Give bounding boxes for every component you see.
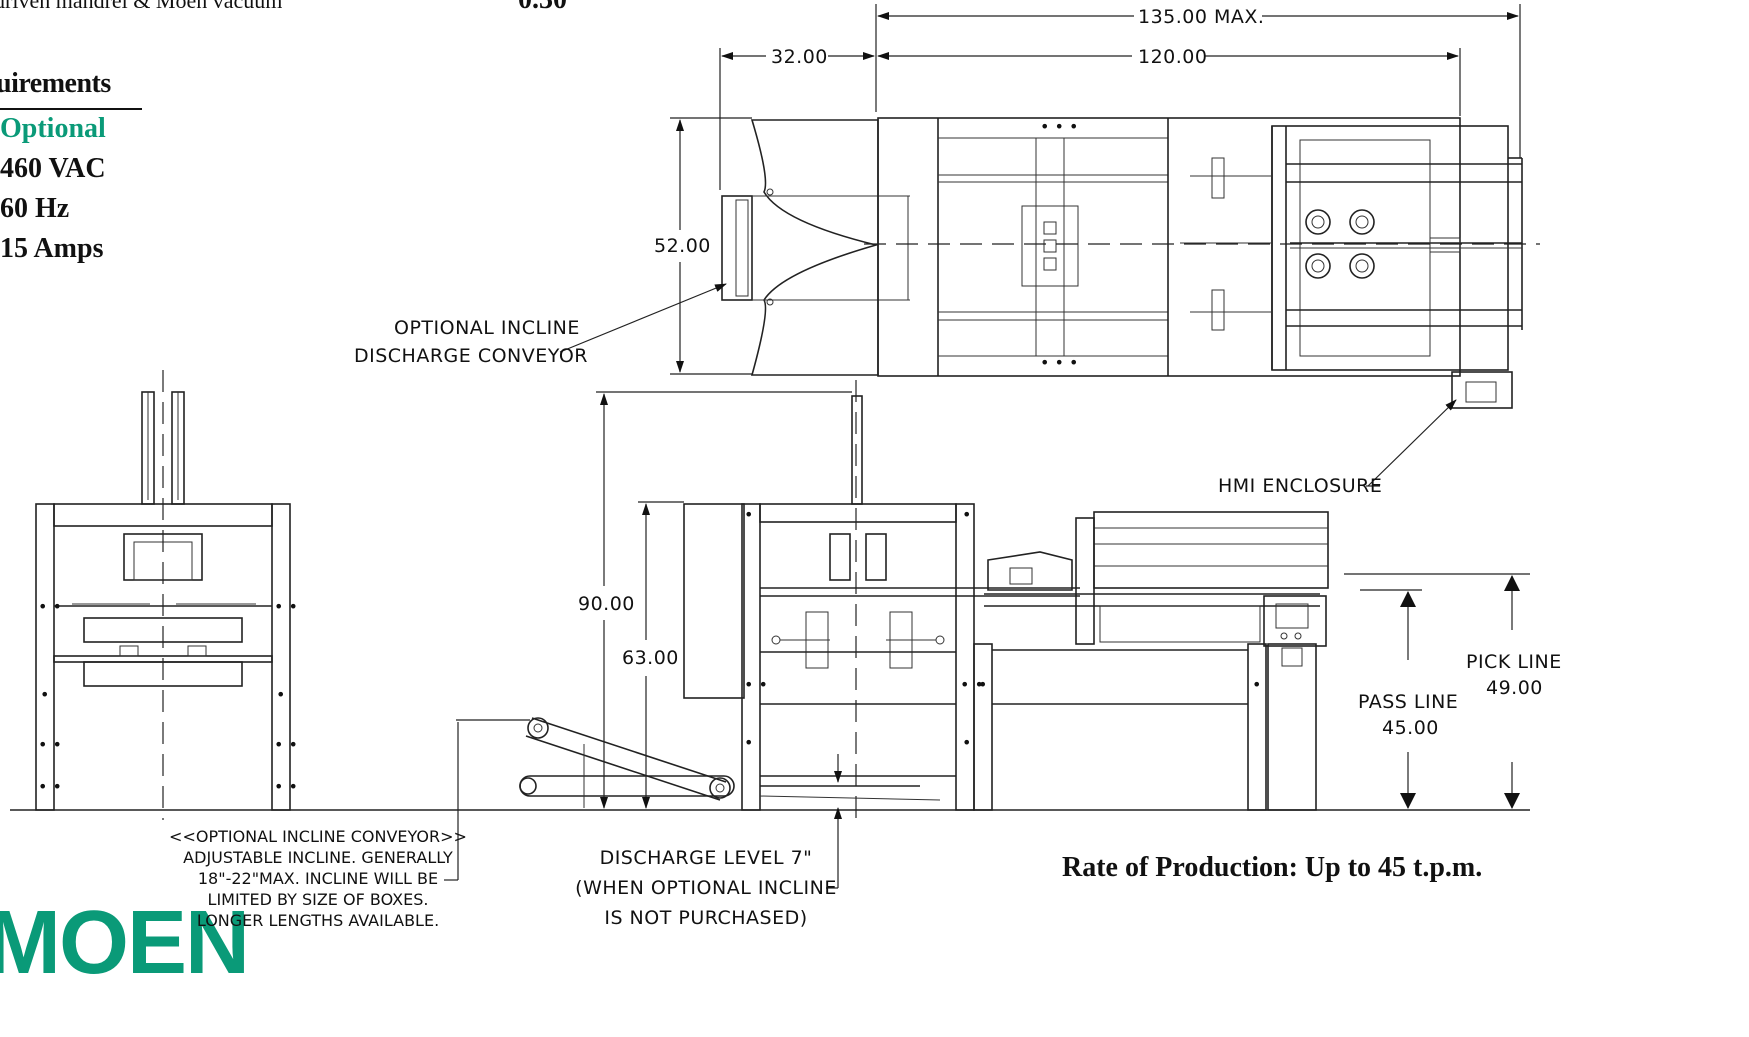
spindle-cluster bbox=[1305, 209, 1375, 279]
side-dimensions: 90.00 63.00 PICK LINE 49.00 PASS LINE 45… bbox=[444, 391, 1562, 889]
svg-text:•: • bbox=[1252, 675, 1261, 694]
label-incline-discharge-2: DISCHARGE CONVEYOR bbox=[354, 345, 588, 367]
requirement-voltage: 460 VAC bbox=[0, 153, 106, 184]
svg-text:•: • bbox=[744, 505, 753, 524]
pass-line-value: 45.00 bbox=[1382, 717, 1439, 739]
svg-text:•: • bbox=[978, 675, 987, 694]
requirements-title: uirements bbox=[0, 68, 111, 99]
incline-note-line: <<OPTIONAL INCLINE CONVEYOR>> bbox=[169, 827, 467, 846]
requirements-underline bbox=[0, 108, 142, 110]
dim-width: 52.00 bbox=[654, 235, 711, 257]
svg-text:•: • bbox=[40, 685, 49, 704]
incline-conveyor-note: <<OPTIONAL INCLINE CONVEYOR>> ADJUSTABLE… bbox=[169, 827, 467, 930]
plan-dimensions: 135.00 MAX. 120.00 32.00 52.00 bbox=[654, 4, 1521, 375]
label-hmi-enclosure: HMI ENCLOSURE bbox=[1218, 475, 1382, 497]
header-top-value: 0.30 bbox=[518, 0, 567, 16]
discharge-level-note: DISCHARGE LEVEL 7" (WHEN OPTIONAL INCLIN… bbox=[575, 847, 837, 929]
dim-height: 90.00 bbox=[578, 593, 635, 615]
side-view: • • • • • • • • • • bbox=[519, 380, 1329, 820]
svg-text:• • •: • • • bbox=[1040, 353, 1078, 372]
svg-text:• •: • • bbox=[38, 735, 62, 754]
incline-note-line: ADJUSTABLE INCLINE. GENERALLY bbox=[183, 848, 453, 867]
plan-view: • • • • • • bbox=[721, 117, 1540, 409]
svg-text:•: • bbox=[744, 733, 753, 752]
incline-note-line: LIMITED BY SIZE OF BOXES. bbox=[208, 890, 429, 909]
svg-text:• •: • • bbox=[744, 675, 768, 694]
discharge-note-line: (WHEN OPTIONAL INCLINE bbox=[575, 877, 837, 899]
svg-text:•: • bbox=[962, 733, 971, 752]
svg-text:• •: • • bbox=[274, 597, 298, 616]
dim-length: 120.00 bbox=[1138, 46, 1207, 68]
incline-note-line: 18"-22"MAX. INCLINE WILL BE bbox=[198, 869, 438, 888]
requirement-frequency: 60 Hz bbox=[0, 193, 70, 224]
discharge-note-line: DISCHARGE LEVEL 7" bbox=[600, 847, 813, 869]
dim-discharge-length: 32.00 bbox=[771, 46, 828, 68]
label-incline-discharge-1: OPTIONAL INCLINE bbox=[394, 317, 580, 339]
dim-overall-width: 135.00 MAX. bbox=[1138, 6, 1264, 28]
header-top-text: driven mandrel & Moen vacuum bbox=[0, 0, 283, 13]
svg-text:• •: • • bbox=[274, 777, 298, 796]
svg-text:•: • bbox=[276, 685, 285, 704]
discharge-note-line: IS NOT PURCHASED) bbox=[604, 907, 807, 929]
dim-frame-height: 63.00 bbox=[622, 647, 679, 669]
pick-line-value: 49.00 bbox=[1486, 677, 1543, 699]
end-view: • • • • • • • • • • • • • • bbox=[35, 370, 298, 820]
svg-text:• •: • • bbox=[274, 735, 298, 754]
svg-text:• •: • • bbox=[38, 777, 62, 796]
pass-line-label: PASS LINE bbox=[1358, 691, 1458, 713]
requirement-optional: Optional bbox=[0, 113, 106, 144]
moen-logo: MOEN bbox=[0, 893, 250, 993]
incline-note-line: LONGER LENGTHS AVAILABLE. bbox=[197, 911, 439, 930]
svg-text:• •: • • bbox=[960, 675, 984, 694]
rate-of-production: Rate of Production: Up to 45 t.p.m. bbox=[1062, 852, 1483, 883]
svg-text:• •: • • bbox=[38, 597, 62, 616]
svg-text:• • •: • • • bbox=[1040, 117, 1078, 136]
svg-text:•: • bbox=[962, 505, 971, 524]
pick-line-label: PICK LINE bbox=[1466, 651, 1562, 673]
requirement-current: 15 Amps bbox=[0, 233, 104, 264]
